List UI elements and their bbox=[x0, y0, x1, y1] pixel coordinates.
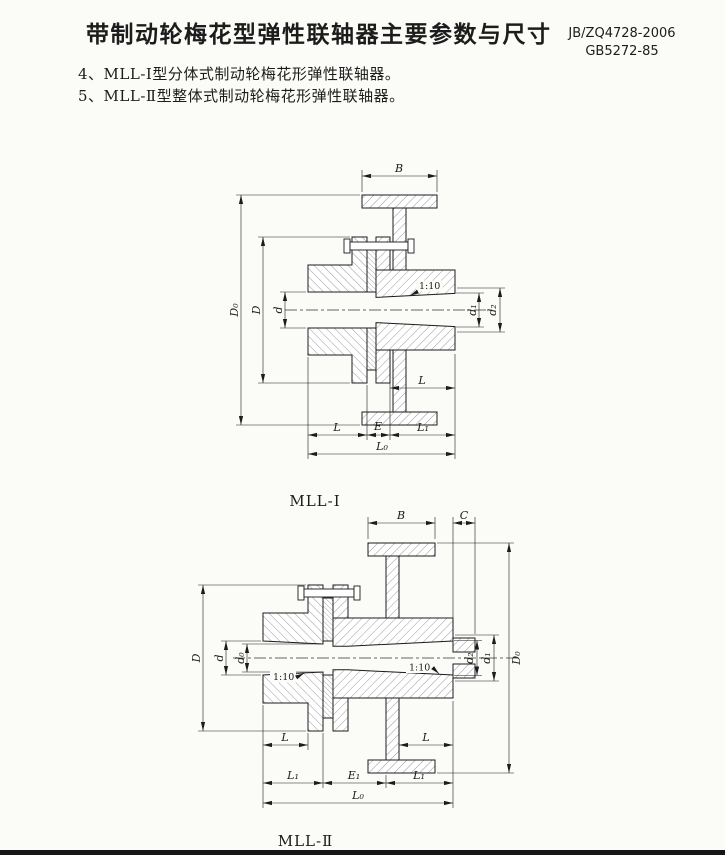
fig1-dim-L0: L₀ bbox=[308, 440, 455, 457]
figure1-caption: MLL-Ⅰ bbox=[289, 492, 341, 510]
fig1-dim-D: D bbox=[250, 236, 350, 384]
fig2-dim-C: C bbox=[452, 509, 476, 634]
fig2-dim-L0: L₀ bbox=[263, 789, 453, 806]
fig1-dim-L: L bbox=[307, 357, 368, 459]
fig2-left-half-coupling bbox=[262, 584, 324, 732]
fig2-taper-left-label: 1:10 bbox=[273, 672, 294, 683]
fig2-dim-L-right: L bbox=[398, 701, 454, 808]
fig2-dim-L-left-label: L bbox=[280, 731, 288, 744]
fig2-dim-D0: D₀ bbox=[437, 542, 523, 774]
fig1-left-half-coupling bbox=[307, 236, 368, 384]
fig2-taper-left-callout: 1:10 bbox=[270, 671, 305, 683]
standard-code-2: GB5272-85 bbox=[585, 44, 659, 59]
fig1-flange-bolt bbox=[343, 238, 415, 254]
fig2-dim-D-label: D bbox=[190, 653, 203, 663]
fig1-dim-d1: d₁ bbox=[456, 292, 484, 328]
fig1-taper-label: 1:10 bbox=[419, 281, 440, 292]
fig1-dim-E: E bbox=[367, 420, 390, 438]
fig2-dim-L1-left: L₁ bbox=[263, 733, 324, 788]
fig1-dim-E-label: E bbox=[373, 420, 382, 433]
fig1-taper-callout: 1:10 bbox=[409, 280, 443, 296]
fig1-dim-L-hub: L bbox=[389, 354, 456, 459]
fig1-dim-L-hub-label: L bbox=[417, 374, 425, 387]
fig1-dimensions: B D₀ D d bbox=[228, 162, 505, 459]
standard-code-1: JB/ZQ4728-2006 bbox=[568, 26, 676, 41]
fig2-dim-E1-label: E₁ bbox=[347, 769, 360, 782]
fig2-dim-d2-label: d₂ bbox=[463, 652, 476, 663]
fig1-dim-d2: d₂ bbox=[457, 287, 505, 333]
fig2-dim-D0-label: D₀ bbox=[510, 651, 523, 666]
fig1-dim-L0-label: L₀ bbox=[375, 440, 388, 453]
figure2-drawing: B C D d bbox=[190, 509, 523, 808]
fig2-dim-L-left: L bbox=[262, 705, 309, 808]
fig2-dim-d1: d₁ bbox=[455, 634, 499, 682]
fig1-dim-B-label: B bbox=[394, 162, 403, 175]
note-item-4: 4、MLL-Ⅰ型分体式制动轮梅花形弹性联轴器。 bbox=[78, 65, 401, 83]
standards-block: JB/ZQ4728-2006 GB5272-85 bbox=[556, 25, 688, 61]
fig2-dim-L0-label: L₀ bbox=[351, 789, 364, 802]
fig1-dim-L-label: L bbox=[332, 421, 340, 434]
page-title: 带制动轮梅花型弹性联轴器主要参数与尺寸 bbox=[86, 22, 552, 48]
fig2-dim-d0-label: d₀ bbox=[234, 652, 247, 664]
fig1-dim-L1-label: L₁ bbox=[416, 421, 429, 434]
fig2-brake-wheel bbox=[332, 542, 476, 774]
fig2-dim-L1-right-label: L₁ bbox=[412, 769, 425, 782]
fig2-taper-right-label: 1:10 bbox=[409, 663, 430, 674]
fig1-dim-D-label: D bbox=[250, 305, 263, 315]
fig2-dim-L1-left-label: L₁ bbox=[286, 769, 299, 782]
fig2-flange-bolt bbox=[297, 585, 361, 601]
fig2-dim-d2: d₂ bbox=[454, 640, 482, 676]
fig1-dim-d: d bbox=[272, 291, 306, 329]
fig1-dim-L1: L₁ bbox=[390, 421, 455, 438]
fig2-dimensions: B C D d bbox=[190, 509, 523, 808]
note-item-5: 5、MLL-Ⅱ型整体式制动轮梅花形弹性联轴器。 bbox=[78, 87, 405, 105]
fig2-dim-L-right-label: L bbox=[421, 731, 429, 744]
fig1-dim-D0: D₀ bbox=[228, 194, 360, 426]
fig2-dim-d-label: d bbox=[213, 654, 226, 661]
fig2-dim-C-label: C bbox=[460, 509, 469, 522]
fig1-dim-d2-label: d₂ bbox=[486, 304, 499, 315]
fig2-dim-D: D bbox=[190, 584, 306, 732]
fig2-dim-d1-label: d₁ bbox=[480, 652, 493, 663]
fig2-dim-B: B bbox=[367, 509, 436, 539]
figure2-caption: MLL-Ⅱ bbox=[277, 832, 334, 850]
fig2-dim-L1-right: L₁ bbox=[386, 769, 453, 786]
fig2-taper-right-callout: 1:10 bbox=[406, 662, 440, 675]
fig2-dim-d: d bbox=[213, 640, 261, 676]
fig1-dim-B: B bbox=[361, 162, 438, 192]
fig1-dim-d-label: d bbox=[272, 306, 285, 313]
page-bottom-rule bbox=[0, 850, 725, 855]
figure1-drawing: B D₀ D d bbox=[228, 162, 505, 459]
fig1-dim-D0-label: D₀ bbox=[228, 303, 241, 318]
fig2-dim-B-label: B bbox=[396, 509, 405, 522]
fig1-dim-d1-label: d₁ bbox=[466, 304, 479, 315]
